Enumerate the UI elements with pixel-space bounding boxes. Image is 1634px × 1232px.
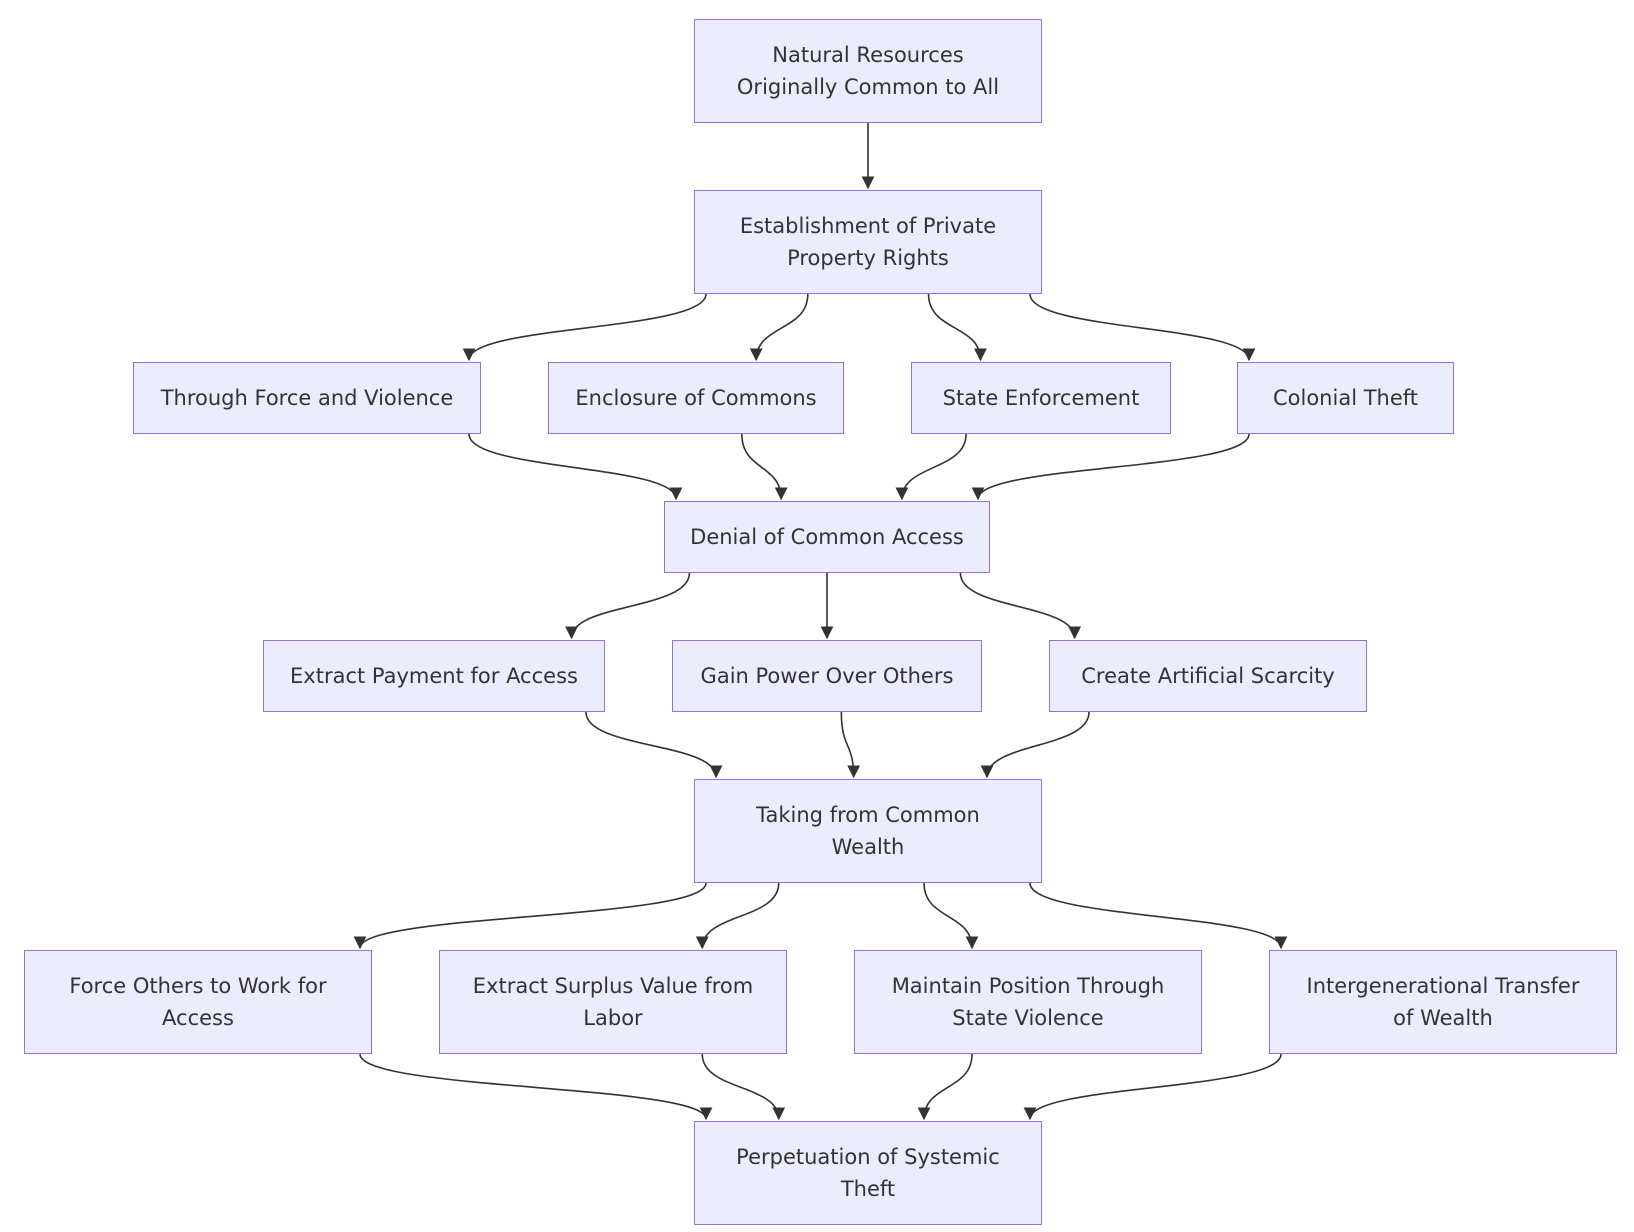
node-label: State Enforcement [942, 386, 1140, 410]
node-label: Natural Resources Originally Common to A… [736, 43, 1000, 99]
node-label: Gain Power Over Others [700, 664, 954, 688]
node-state-enforcement: State Enforcement [911, 362, 1171, 434]
edge-m-p [701, 1053, 786, 1121]
node-perpetuation-of-theft: Perpetuation of Systemic Theft [694, 1121, 1042, 1225]
node-label: Colonial Theft [1272, 386, 1419, 410]
node-colonial-theft: Colonial Theft [1237, 362, 1454, 434]
edge-c-g [468, 433, 683, 501]
edge-i-k [840, 711, 861, 779]
edge-b-f [1029, 293, 1256, 362]
edge-o-p [1023, 1053, 1282, 1121]
node-private-property-rights: Establishment of Private Property Rights [694, 190, 1042, 294]
edge-h-k [585, 711, 723, 779]
edge-j-k [980, 711, 1090, 779]
node-label: Create Artificial Scarcity [1081, 664, 1335, 688]
edge-f-g [971, 433, 1250, 501]
node-denial-of-common-access: Denial of Common Access [664, 501, 990, 573]
node-label: Enclosure of Commons [575, 386, 817, 410]
node-extract-surplus-value: Extract Surplus Value from Labor [439, 950, 787, 1054]
edge-g-h [565, 572, 691, 640]
node-natural-resources: Natural Resources Originally Common to A… [694, 19, 1042, 123]
node-enclosure-of-commons: Enclosure of Commons [548, 362, 844, 434]
node-force-and-violence: Through Force and Violence [133, 362, 481, 434]
edge-k-m [695, 882, 780, 950]
node-taking-from-common-wealth: Taking from Common Wealth [694, 779, 1042, 883]
node-label: Taking from Common Wealth [756, 803, 980, 859]
node-artificial-scarcity: Create Artificial Scarcity [1049, 640, 1367, 712]
edge-k-l [353, 882, 707, 950]
edge-b-e [927, 293, 987, 362]
edge-k-n [923, 882, 979, 950]
node-intergenerational-transfer: Intergenerational Transfer of Wealth [1269, 950, 1617, 1054]
node-label: Force Others to Work for Access [69, 974, 327, 1030]
node-gain-power: Gain Power Over Others [672, 640, 982, 712]
node-maintain-position: Maintain Position Through State Violence [854, 950, 1202, 1054]
edge-b-c [462, 293, 707, 362]
node-label: Maintain Position Through State Violence [891, 974, 1165, 1030]
edge-k-o [1029, 882, 1288, 950]
edge-g-j [959, 572, 1082, 640]
node-label: Perpetuation of Systemic Theft [736, 1145, 1000, 1201]
node-label: Extract Surplus Value from Labor [472, 974, 754, 1030]
node-label: Establishment of Private Property Rights [739, 214, 997, 270]
node-extract-payment: Extract Payment for Access [263, 640, 605, 712]
edge-d-g [741, 433, 788, 501]
node-label: Denial of Common Access [690, 525, 964, 549]
edge-l-p [359, 1053, 713, 1121]
edge-n-p [917, 1053, 973, 1121]
node-label: Intergenerational Transfer of Wealth [1306, 974, 1580, 1030]
edge-b-d [749, 293, 809, 362]
node-force-others-to-work: Force Others to Work for Access [24, 950, 372, 1054]
node-label: Extract Payment for Access [290, 664, 578, 688]
node-label: Through Force and Violence [160, 386, 454, 410]
edge-e-g [895, 433, 967, 501]
